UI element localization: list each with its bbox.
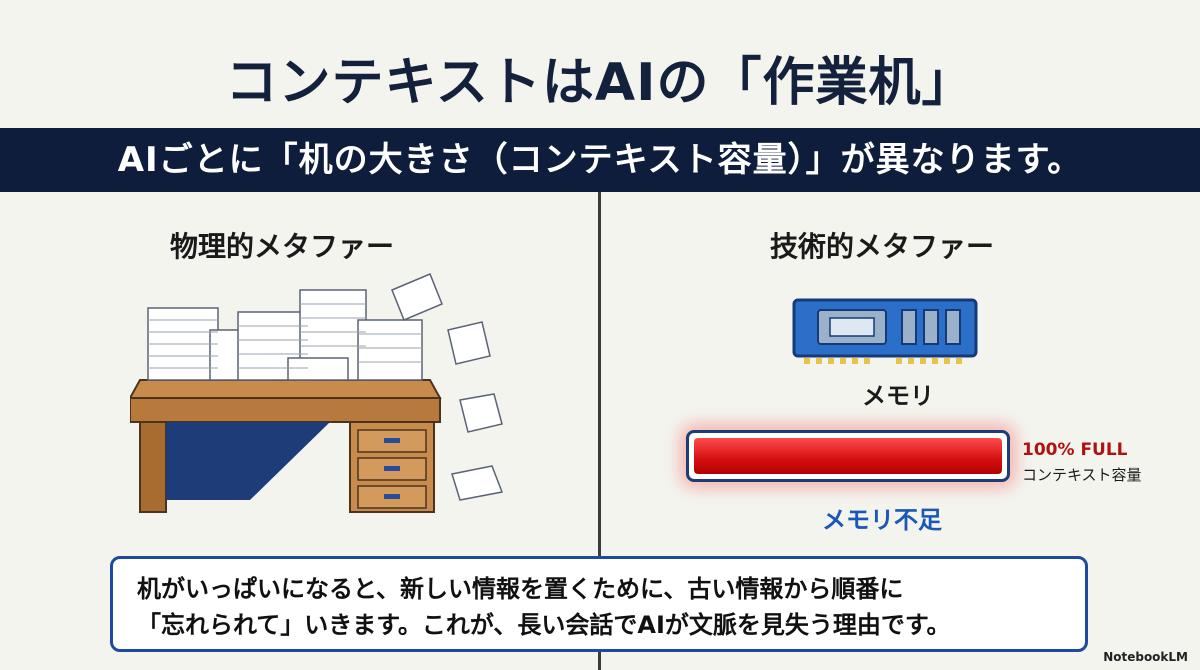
cluttered-desk-illustration	[130, 273, 504, 513]
note-line-2: 「忘れられて」いきます。これが、長い会話でAIが文脈を見失う理由です。	[137, 611, 951, 639]
explanation-note: 机がいっぱいになると、新しい情報を置くために、古い情報から順番に 「忘れられて」…	[110, 556, 1088, 652]
capacity-status-label: 100% FULL	[1022, 440, 1128, 460]
capacity-label: コンテキスト容量	[1022, 466, 1142, 484]
notebooklm-watermark: NotebookLM	[1103, 650, 1188, 664]
technical-metaphor-heading: 技術的メタファー	[770, 230, 995, 263]
context-capacity-fill	[694, 438, 1002, 474]
subtitle-banner: AIごとに「机の大きさ（コンテキスト容量）」が異なります。	[0, 128, 1200, 192]
note-line-1: 机がいっぱいになると、新しい情報を置くために、古い情報から順番に	[137, 575, 904, 603]
page-title: コンテキストはAIの「作業机」	[225, 53, 975, 113]
ram-module-icon	[792, 298, 978, 364]
physical-metaphor-heading: 物理的メタファー	[170, 230, 395, 263]
panel-divider	[598, 192, 601, 670]
memory-shortage-label: メモリ不足	[822, 506, 942, 534]
memory-label: メモリ	[862, 382, 934, 410]
context-capacity-bar	[686, 430, 1010, 482]
